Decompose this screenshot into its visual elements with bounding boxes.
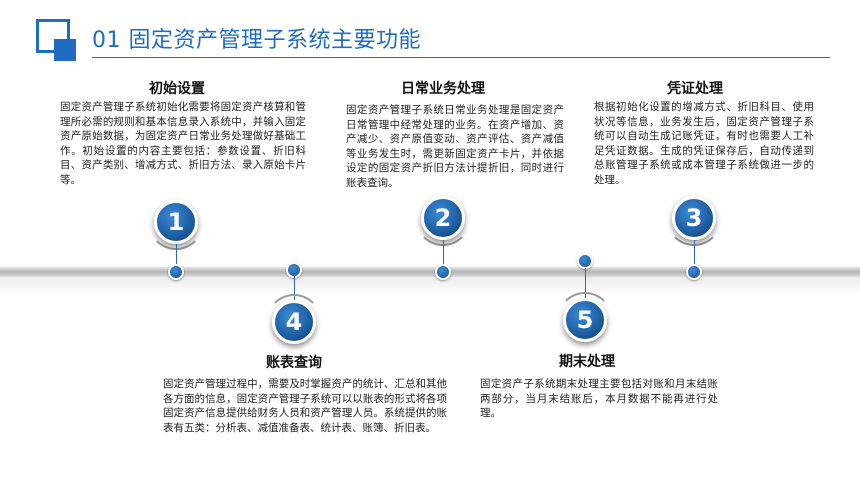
step-2-timeline-dot (435, 264, 451, 280)
step-2-connector (443, 240, 444, 268)
title-underline (92, 57, 830, 58)
title-icon-outline (36, 19, 70, 53)
step-2-number-badge: 2 (421, 196, 465, 240)
step-5-connector (585, 268, 586, 298)
step-5-heading: 期末处理 (559, 354, 615, 370)
step-5-body: 固定资产子系统期末处理主要包括对账和月末结账两部分，当月末结账后，本月数据不能再… (480, 378, 718, 419)
step-4-arc (266, 294, 322, 350)
step-5-arc (557, 292, 613, 348)
step-4-heading: 账表查询 (266, 355, 322, 371)
title-icon-fill (54, 39, 76, 61)
step-1-heading: 初始设置 (149, 81, 205, 97)
step-2-heading: 日常业务处理 (401, 81, 485, 97)
step-4-number-badge: 4 (272, 300, 316, 344)
page-title: 01 固定资产管理子系统主要功能 (92, 28, 421, 53)
step-3-body: 根据初始化设置的增减方式、折旧科目、使用状况等信息，业务发生后，固定资产管理子系… (594, 101, 814, 186)
timeline-bar (0, 267, 860, 277)
step-1-number-badge: 1 (154, 200, 198, 244)
step-1-body: 固定资产管理子系统初始化需要将固定资产核算和管理所必需的规则和基本信息录入系统中… (60, 101, 306, 186)
step-1-timeline-dot (168, 264, 184, 280)
step-5-timeline-dot (577, 253, 593, 269)
step-3-connector (694, 240, 695, 268)
step-5-number-badge: 5 (563, 298, 607, 342)
timeline-shadow (0, 277, 860, 295)
step-1-connector (176, 244, 177, 268)
step-4-connector (294, 276, 295, 300)
step-3-timeline-dot (686, 264, 702, 280)
step-2-body: 固定资产管理子系统日常业务处理是固定资产日常管理中经常处理的业务。在资产增加、资… (346, 104, 564, 189)
step-4-body: 固定资产管理过程中，需要及时掌握资产的统计、汇总和其他各方面的信息，固定资产管理… (163, 378, 447, 434)
step-3-heading: 凭证处理 (667, 81, 723, 97)
step-3-number-badge: 3 (672, 196, 716, 240)
